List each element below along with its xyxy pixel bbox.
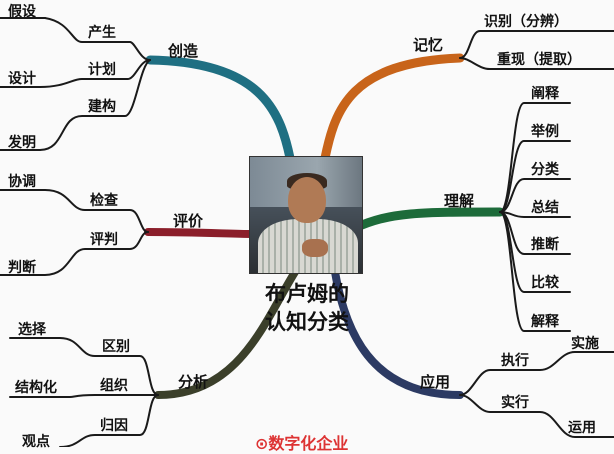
line-apply-execute bbox=[459, 351, 614, 396]
trunk-create bbox=[145, 55, 295, 163]
leaf-structure: 结构化 bbox=[15, 380, 57, 396]
node-create-plan: 计划 bbox=[88, 62, 116, 78]
line-remember-recognize bbox=[459, 30, 614, 59]
leaf-judge: 判断 bbox=[8, 260, 36, 276]
node-analyze-attribute: 归因 bbox=[100, 418, 128, 434]
node-understand-compare: 比较 bbox=[531, 275, 559, 291]
node-analyze-organize: 组织 bbox=[100, 378, 128, 394]
node-create: 创造 bbox=[168, 42, 199, 60]
line-evaluate-check bbox=[0, 189, 149, 233]
line-understand-2 bbox=[499, 178, 571, 213]
node-understand-infer: 推断 bbox=[531, 237, 559, 253]
leaf-hypothesize: 假设 bbox=[8, 4, 36, 20]
leaf-design: 设计 bbox=[8, 71, 36, 87]
node-remember-recognize: 识别（分辨） bbox=[484, 14, 568, 30]
node-evaluate: 评价 bbox=[173, 212, 204, 230]
trunk-evaluate bbox=[144, 228, 256, 238]
node-understand: 理解 bbox=[444, 192, 475, 210]
node-understand-classify: 分类 bbox=[531, 162, 559, 178]
line-analyze-attribute bbox=[59, 394, 159, 447]
node-evaluate-critique: 评判 bbox=[90, 232, 118, 248]
portrait-photo bbox=[249, 156, 363, 274]
center-title-line1: 布卢姆的 bbox=[265, 282, 349, 306]
node-evaluate-check: 检查 bbox=[90, 193, 118, 209]
trunk-analyze bbox=[154, 268, 299, 399]
leaf-use: 运用 bbox=[568, 420, 596, 436]
center-title-line2: 认知分类 bbox=[265, 310, 349, 334]
node-understand-summarize: 总结 bbox=[531, 200, 559, 216]
node-apply-implement: 实行 bbox=[501, 395, 529, 411]
trunk-understand bbox=[350, 207, 505, 233]
node-apply: 应用 bbox=[420, 373, 451, 391]
node-remember: 记忆 bbox=[413, 36, 444, 54]
leaf-coordinate: 协调 bbox=[8, 174, 36, 190]
line-apply-implement bbox=[459, 394, 614, 438]
leaf-viewpoint: 观点 bbox=[22, 434, 50, 450]
line-create-produce bbox=[39, 59, 151, 151]
node-understand-exemplify: 举例 bbox=[531, 124, 559, 140]
trunk-apply bbox=[331, 268, 464, 399]
line-understand-0 bbox=[499, 102, 571, 213]
line-remember-recall bbox=[459, 57, 614, 70]
line-analyze-differentiate bbox=[9, 337, 159, 396]
node-analyze-differentiate: 区别 bbox=[102, 339, 130, 355]
trunk-remember bbox=[320, 53, 465, 163]
line-create-plan bbox=[39, 59, 151, 88]
node-create-produce: 建构 bbox=[88, 99, 116, 115]
line-evaluate-critique bbox=[0, 231, 149, 276]
node-understand-interpret: 阐释 bbox=[531, 86, 559, 102]
node-apply-execute: 执行 bbox=[501, 353, 529, 369]
leaf-invent: 发明 bbox=[8, 135, 36, 151]
node-remember-recall: 重现（提取） bbox=[497, 52, 581, 68]
node-understand-explain: 解释 bbox=[531, 314, 559, 330]
watermark-text: ⊙数字化企业 bbox=[255, 434, 349, 453]
node-analyze: 分析 bbox=[178, 373, 209, 391]
line-analyze-organize bbox=[9, 394, 159, 398]
leaf-carry-out: 实施 bbox=[571, 336, 599, 352]
center-title: 布卢姆的 认知分类 bbox=[252, 280, 362, 336]
leaf-select: 选择 bbox=[18, 322, 46, 338]
line-understand-6 bbox=[499, 211, 571, 332]
line-understand-1 bbox=[499, 140, 571, 213]
node-create-generate: 产生 bbox=[88, 25, 116, 41]
line-create-generate bbox=[44, 17, 151, 61]
